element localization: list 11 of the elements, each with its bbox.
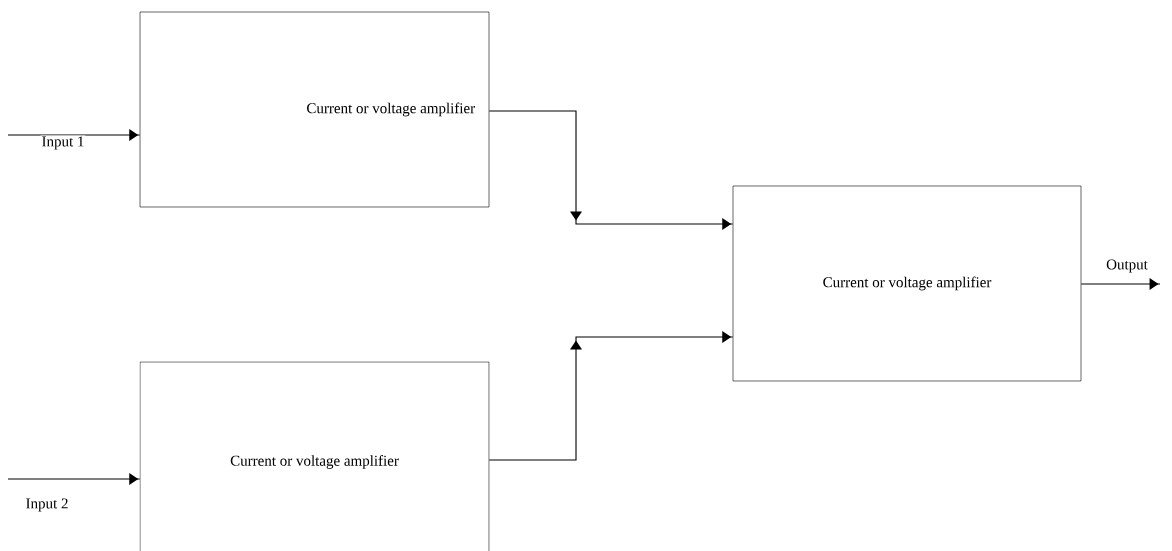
arrow xyxy=(7,129,141,141)
amplifier-box: Current or voltage amplifier xyxy=(139,361,490,551)
amplifier-box: Current or voltage amplifier xyxy=(139,11,490,208)
arrow xyxy=(1080,278,1161,290)
amplifier-box: Current or voltage amplifier xyxy=(732,185,1082,382)
arrow xyxy=(488,331,734,461)
edge-label: Output xyxy=(1105,258,1149,274)
edge-label: Input 2 xyxy=(24,497,70,513)
arrow xyxy=(488,110,734,230)
edge-label: Input 1 xyxy=(40,135,86,151)
arrow xyxy=(7,473,141,485)
